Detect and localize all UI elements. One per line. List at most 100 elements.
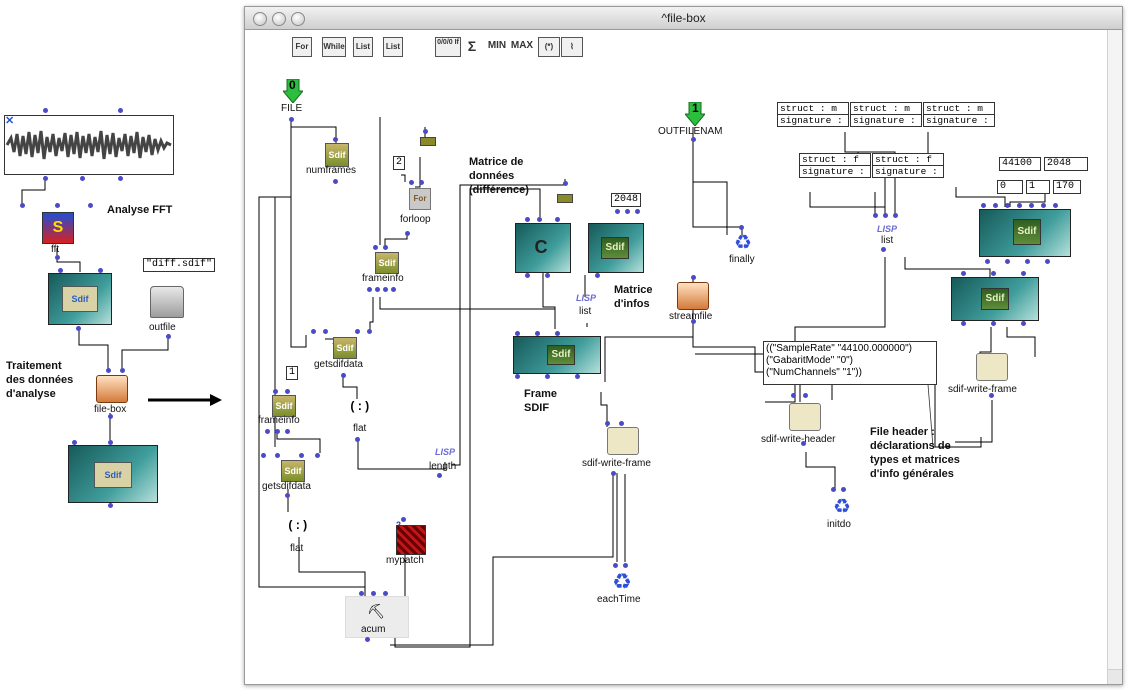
outlet-point[interactable] <box>333 179 338 184</box>
outlet-point[interactable] <box>355 437 360 442</box>
outlet-point[interactable] <box>595 273 600 278</box>
initdo-recycle-icon[interactable]: ♻ <box>833 496 851 518</box>
inlet-point[interactable] <box>555 331 560 336</box>
outlet-point[interactable] <box>985 259 990 264</box>
outfile-value-box[interactable]: "diff.sdif" <box>143 258 216 272</box>
accum-tool-icon[interactable]: (*) <box>538 37 560 57</box>
inlet-point[interactable] <box>991 271 996 276</box>
inlet-point[interactable] <box>106 368 111 373</box>
outlet-point[interactable] <box>118 176 123 181</box>
size-number-box[interactable]: 2048 <box>1044 157 1088 171</box>
inlet-point[interactable] <box>261 453 266 458</box>
inlet-point[interactable] <box>605 421 610 426</box>
outlet-point[interactable] <box>80 176 85 181</box>
sdif-write-header-icon[interactable] <box>789 403 821 431</box>
inlet-point[interactable] <box>409 180 414 185</box>
inlet-point[interactable] <box>315 453 320 458</box>
while-loop-tool-icon[interactable]: While <box>322 37 346 57</box>
inlet-point[interactable] <box>803 393 808 398</box>
outlet-point[interactable] <box>108 414 113 419</box>
finally-recycle-icon[interactable]: ♻ <box>734 232 752 254</box>
outlet-point[interactable] <box>525 273 530 278</box>
inlet-point[interactable] <box>58 268 63 273</box>
list-loop-tool-icon-2[interactable]: List <box>383 37 403 57</box>
outlet-point[interactable] <box>611 471 616 476</box>
outlet-point[interactable] <box>1021 321 1026 326</box>
numframes-sdif-icon[interactable]: Sdif <box>325 143 349 167</box>
shovel-tool-icon[interactable]: ⌇ <box>561 37 583 57</box>
frameinfo-sdif-icon[interactable]: Sdif <box>375 252 399 274</box>
outlet-point[interactable] <box>108 503 113 508</box>
outlet-point[interactable] <box>55 255 60 260</box>
for-loop-icon[interactable]: For <box>409 188 431 210</box>
outlet-point[interactable] <box>43 176 48 181</box>
outlet-point[interactable] <box>391 287 396 292</box>
sdif-write-frame-right-icon[interactable] <box>976 353 1008 381</box>
minimize-window-button[interactable] <box>272 12 286 26</box>
matrix-size-box[interactable]: 2048 <box>611 193 642 207</box>
inlet-point[interactable] <box>1021 271 1026 276</box>
file-box-scroll-icon[interactable] <box>96 375 128 403</box>
list-mid-lisp-icon[interactable]: LISP <box>576 293 597 303</box>
if-tool-icon[interactable]: 0/0/0 If <box>435 37 461 57</box>
inlet-point[interactable] <box>299 453 304 458</box>
inlet-point[interactable] <box>98 268 103 273</box>
inlet-point[interactable] <box>615 209 620 214</box>
outlet-point[interactable] <box>265 429 270 434</box>
outlet-point[interactable] <box>166 334 171 339</box>
inlet-point[interactable] <box>623 563 628 568</box>
outlet-point[interactable] <box>437 473 442 478</box>
inlet-point[interactable] <box>43 108 48 113</box>
fft-superman-icon[interactable]: S <box>42 212 74 244</box>
inlet-point[interactable] <box>961 271 966 276</box>
zero-number-box[interactable]: 0 <box>997 180 1023 194</box>
inlet-point[interactable] <box>1053 203 1058 208</box>
frameinfo-left-sdif-icon[interactable]: Sdif <box>272 395 296 417</box>
outlet-point[interactable] <box>545 273 550 278</box>
max-tool-icon[interactable]: MAX <box>510 40 534 51</box>
outlet-point[interactable] <box>575 374 580 379</box>
inlet-point[interactable] <box>525 217 530 222</box>
inlet-point[interactable] <box>275 453 280 458</box>
outlet-point[interactable] <box>285 493 290 498</box>
inlet-point[interactable] <box>1029 203 1034 208</box>
folder-icon[interactable] <box>150 286 184 318</box>
outlet-point[interactable] <box>691 319 696 324</box>
list-loop-tool-icon[interactable]: List <box>353 37 373 57</box>
inlet-point[interactable] <box>401 517 406 522</box>
inlet-point[interactable] <box>981 203 986 208</box>
outlet-point[interactable] <box>1025 259 1030 264</box>
outfile-input-arrow-icon[interactable]: 1 <box>685 101 705 126</box>
outlet-point[interactable] <box>365 637 370 642</box>
outlet-point[interactable] <box>515 374 520 379</box>
for-loop-tool-icon[interactable]: For <box>292 37 312 57</box>
frameinfo-left-number-box[interactable]: 1 <box>286 366 299 380</box>
inlet-point[interactable] <box>383 591 388 596</box>
outlet-point[interactable] <box>881 247 886 252</box>
outlet-point[interactable] <box>691 137 696 142</box>
inlet-point[interactable] <box>1041 203 1046 208</box>
inlet-point[interactable] <box>883 213 888 218</box>
inlet-point[interactable] <box>273 389 278 394</box>
inlet-point[interactable] <box>355 329 360 334</box>
list-right-lisp-icon[interactable]: LISP <box>877 224 898 234</box>
inlet-point[interactable] <box>563 181 568 186</box>
inlet-point[interactable] <box>635 209 640 214</box>
inlet-point[interactable] <box>371 591 376 596</box>
inlet-point[interactable] <box>323 329 328 334</box>
length-lisp-icon[interactable]: LISP <box>435 447 456 457</box>
close-window-button[interactable] <box>253 12 267 26</box>
outlet-point[interactable] <box>289 117 294 122</box>
inlet-point[interactable] <box>333 137 338 142</box>
count-number-box[interactable]: 170 <box>1053 180 1081 194</box>
acum-box[interactable] <box>345 596 409 638</box>
inlet-point[interactable] <box>108 440 113 445</box>
inlet-point[interactable] <box>72 440 77 445</box>
inlet-point[interactable] <box>367 329 372 334</box>
inlet-point[interactable] <box>20 203 25 208</box>
inlet-point[interactable] <box>535 331 540 336</box>
forloop-number-box[interactable]: 2 <box>393 156 406 170</box>
inlet-point[interactable] <box>515 331 520 336</box>
